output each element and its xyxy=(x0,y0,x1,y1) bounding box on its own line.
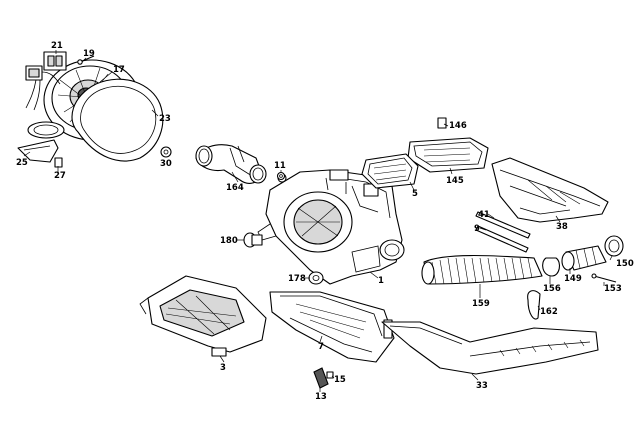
callout-41: 41 xyxy=(478,210,490,220)
motor-part-149[interactable] xyxy=(561,245,607,271)
callout-21: 21 xyxy=(51,41,63,51)
callout-149: 149 xyxy=(564,274,582,284)
callout-25: 25 xyxy=(16,158,28,168)
callout-153: 153 xyxy=(604,284,622,294)
bracket-part-25[interactable] xyxy=(17,139,59,163)
filter-housing-part-3[interactable] xyxy=(139,275,267,357)
cover-part-146[interactable] xyxy=(437,117,447,129)
callout-17: 17 xyxy=(113,65,125,75)
callout-33: 33 xyxy=(476,381,488,391)
callout-7: 7 xyxy=(318,342,324,352)
callout-labels: 21 19 17 23 25 27 30 164 11 146 145 5 38… xyxy=(16,41,634,402)
seal-part-41[interactable] xyxy=(475,211,531,239)
callout-146: 146 xyxy=(449,121,467,131)
callout-9: 9 xyxy=(474,224,480,234)
clamp-part-162[interactable] xyxy=(527,290,541,320)
lower-duct-part-7[interactable] xyxy=(269,291,395,363)
nozzle-part-5[interactable] xyxy=(361,153,419,189)
callout-178: 178 xyxy=(288,274,306,284)
callout-156: 156 xyxy=(543,284,561,294)
screw-part-19[interactable] xyxy=(77,55,95,65)
air-duct-part-164[interactable] xyxy=(195,144,263,184)
blower-housing-part-23[interactable] xyxy=(71,78,164,162)
callout-164: 164 xyxy=(226,183,244,193)
callout-145: 145 xyxy=(446,176,464,186)
floor-duct-part-33[interactable] xyxy=(381,321,599,375)
leader-lines xyxy=(23,50,613,392)
clip-part-27[interactable] xyxy=(54,157,63,168)
callout-23: 23 xyxy=(159,114,171,124)
grommet-part-178[interactable] xyxy=(308,271,324,285)
heater-housing-part-1[interactable] xyxy=(257,169,405,285)
blower-seal-ring[interactable] xyxy=(27,121,65,139)
callout-11: 11 xyxy=(274,161,286,171)
duct-ring[interactable] xyxy=(249,164,267,184)
callout-30: 30 xyxy=(160,159,172,169)
callout-180: 180 xyxy=(220,236,238,246)
air-duct-part-38[interactable] xyxy=(491,157,609,223)
callout-162: 162 xyxy=(540,307,558,317)
clip-part-13[interactable] xyxy=(313,367,329,389)
callout-19: 19 xyxy=(83,49,95,59)
callout-5: 5 xyxy=(412,189,418,199)
callout-38: 38 xyxy=(556,222,568,232)
screw-part-153[interactable] xyxy=(591,273,617,283)
cap-part-150[interactable] xyxy=(604,235,624,257)
callout-159: 159 xyxy=(472,299,490,309)
plug-part-180[interactable] xyxy=(243,232,263,248)
callout-1: 1 xyxy=(378,276,384,286)
connector-part-21[interactable] xyxy=(25,51,67,111)
vent-duct-part-145[interactable] xyxy=(407,137,489,173)
screw-part-11[interactable] xyxy=(276,171,286,181)
callout-13: 13 xyxy=(315,392,327,402)
seal-part-9[interactable] xyxy=(475,225,529,253)
clamp-part-156[interactable] xyxy=(542,257,561,277)
callout-27: 27 xyxy=(54,171,66,181)
callout-3: 3 xyxy=(220,363,226,373)
washer-part-30[interactable] xyxy=(160,146,172,158)
clip-part-15[interactable] xyxy=(326,371,334,379)
callout-15: 15 xyxy=(334,375,346,385)
flex-hose-part-159[interactable] xyxy=(421,254,543,285)
callout-150: 150 xyxy=(616,259,634,269)
